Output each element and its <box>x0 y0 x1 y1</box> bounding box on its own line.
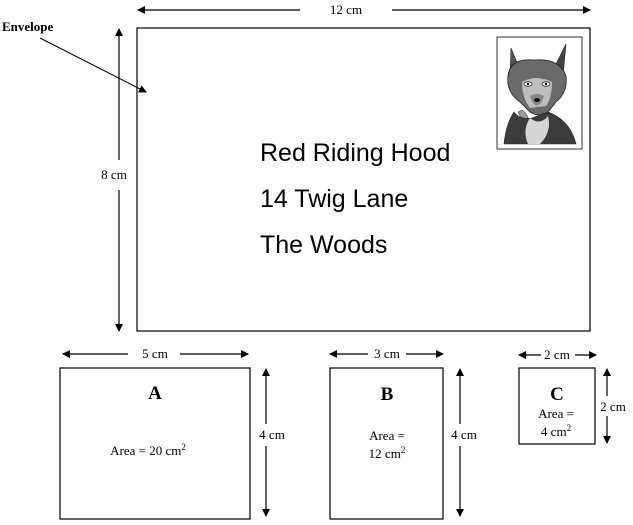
card-c-height-label: 2 cm <box>600 399 626 414</box>
address-line-place: The Woods <box>260 231 387 259</box>
address-line-name: Red Riding Hood <box>260 139 450 167</box>
card-a: 5 cm A Area = 20 cm2 4 cm <box>59 346 285 520</box>
card-c-outline <box>518 367 596 445</box>
envelope-label: Envelope <box>2 19 54 34</box>
card-b-letter: B <box>381 384 394 405</box>
card-a-height-label: 4 cm <box>259 427 285 442</box>
card-a-width-label: 5 cm <box>142 346 168 361</box>
card-b-area-line1: Area = <box>369 428 405 443</box>
envelope-pointer-arrow <box>39 37 147 93</box>
card-b-area-line2: 12 cm2 <box>369 445 406 461</box>
card-c-area-line1: Area = <box>538 406 574 421</box>
card-c-area-line2: 4 cm2 <box>541 423 571 439</box>
card-b-outline <box>329 367 444 520</box>
card-c: 2 cm C Area = 4 cm2 2 cm <box>518 347 626 445</box>
card-b-width-label: 3 cm <box>374 346 400 361</box>
envelope: 12 cm 8 cm Envelope Red Riding Hood 14 T… <box>2 2 591 332</box>
envelope-width-label: 12 cm <box>330 2 362 17</box>
wolf-stamp-icon <box>496 36 583 150</box>
card-a-outline <box>59 367 251 520</box>
address-line-street: 14 Twig Lane <box>260 185 408 213</box>
card-c-letter: C <box>550 384 564 405</box>
card-a-area: Area = 20 cm2 <box>110 442 186 458</box>
card-b: 3 cm B Area = 12 cm2 4 cm <box>329 346 477 520</box>
card-c-width-label: 2 cm <box>544 347 570 362</box>
card-b-height-label: 4 cm <box>451 427 477 442</box>
card-a-letter: A <box>148 383 162 404</box>
envelope-height-label: 8 cm <box>101 167 127 182</box>
